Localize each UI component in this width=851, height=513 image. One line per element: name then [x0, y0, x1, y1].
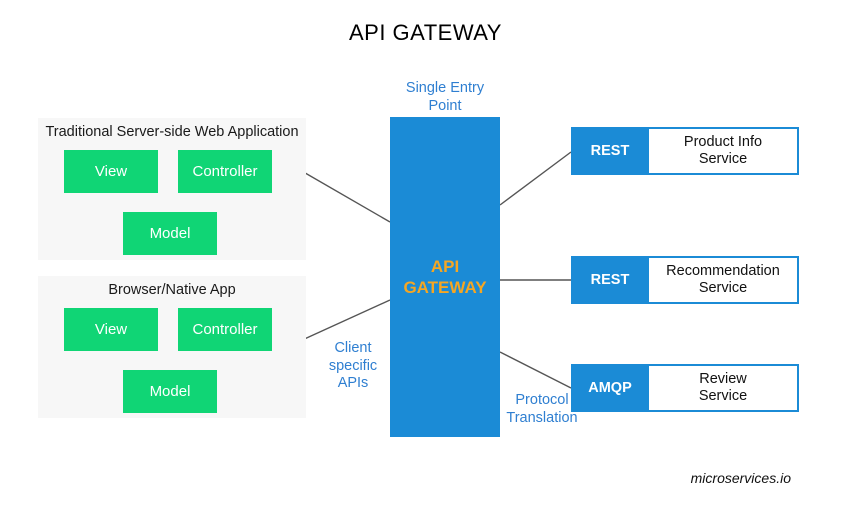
- service-protocol-badge: REST: [573, 129, 647, 173]
- node-controller-browserapp: Controller: [178, 308, 272, 351]
- page-title: API GATEWAY: [348, 20, 502, 45]
- api-gateway-label-line2: GATEWAY: [403, 278, 487, 297]
- node-view-webapp: View: [64, 150, 158, 193]
- service-protocol-badge: REST: [573, 258, 647, 302]
- panel-title-browser-native-app: Browser/Native App: [108, 282, 236, 298]
- node-controller-webapp: Controller: [178, 150, 272, 193]
- panel-title-traditional-webapp: Traditional Server-side Web Application: [45, 124, 299, 140]
- api-gateway-label-line1: API: [430, 256, 460, 276]
- api-gateway-label: API GATEWAY: [403, 256, 486, 299]
- node-model-browserapp: Model: [123, 370, 217, 413]
- edge-webapp-to-gateway: [299, 169, 391, 223]
- footer-credit: microservices.io: [690, 470, 791, 486]
- edge-browserapp-to-gateway: [299, 299, 391, 342]
- edge-gateway-to-review: [499, 351, 572, 389]
- node-model-webapp: Model: [123, 212, 217, 255]
- client-panel-browser-native-app: Browser/Native App View Controller Model: [38, 276, 306, 418]
- node-view-browserapp: View: [64, 308, 158, 351]
- api-gateway-node: API GATEWAY: [390, 117, 500, 437]
- client-panel-traditional-webapp: Traditional Server-side Web Application …: [38, 118, 306, 260]
- service-protocol-badge: AMQP: [573, 366, 647, 410]
- edge-gateway-to-product-info: [499, 151, 572, 206]
